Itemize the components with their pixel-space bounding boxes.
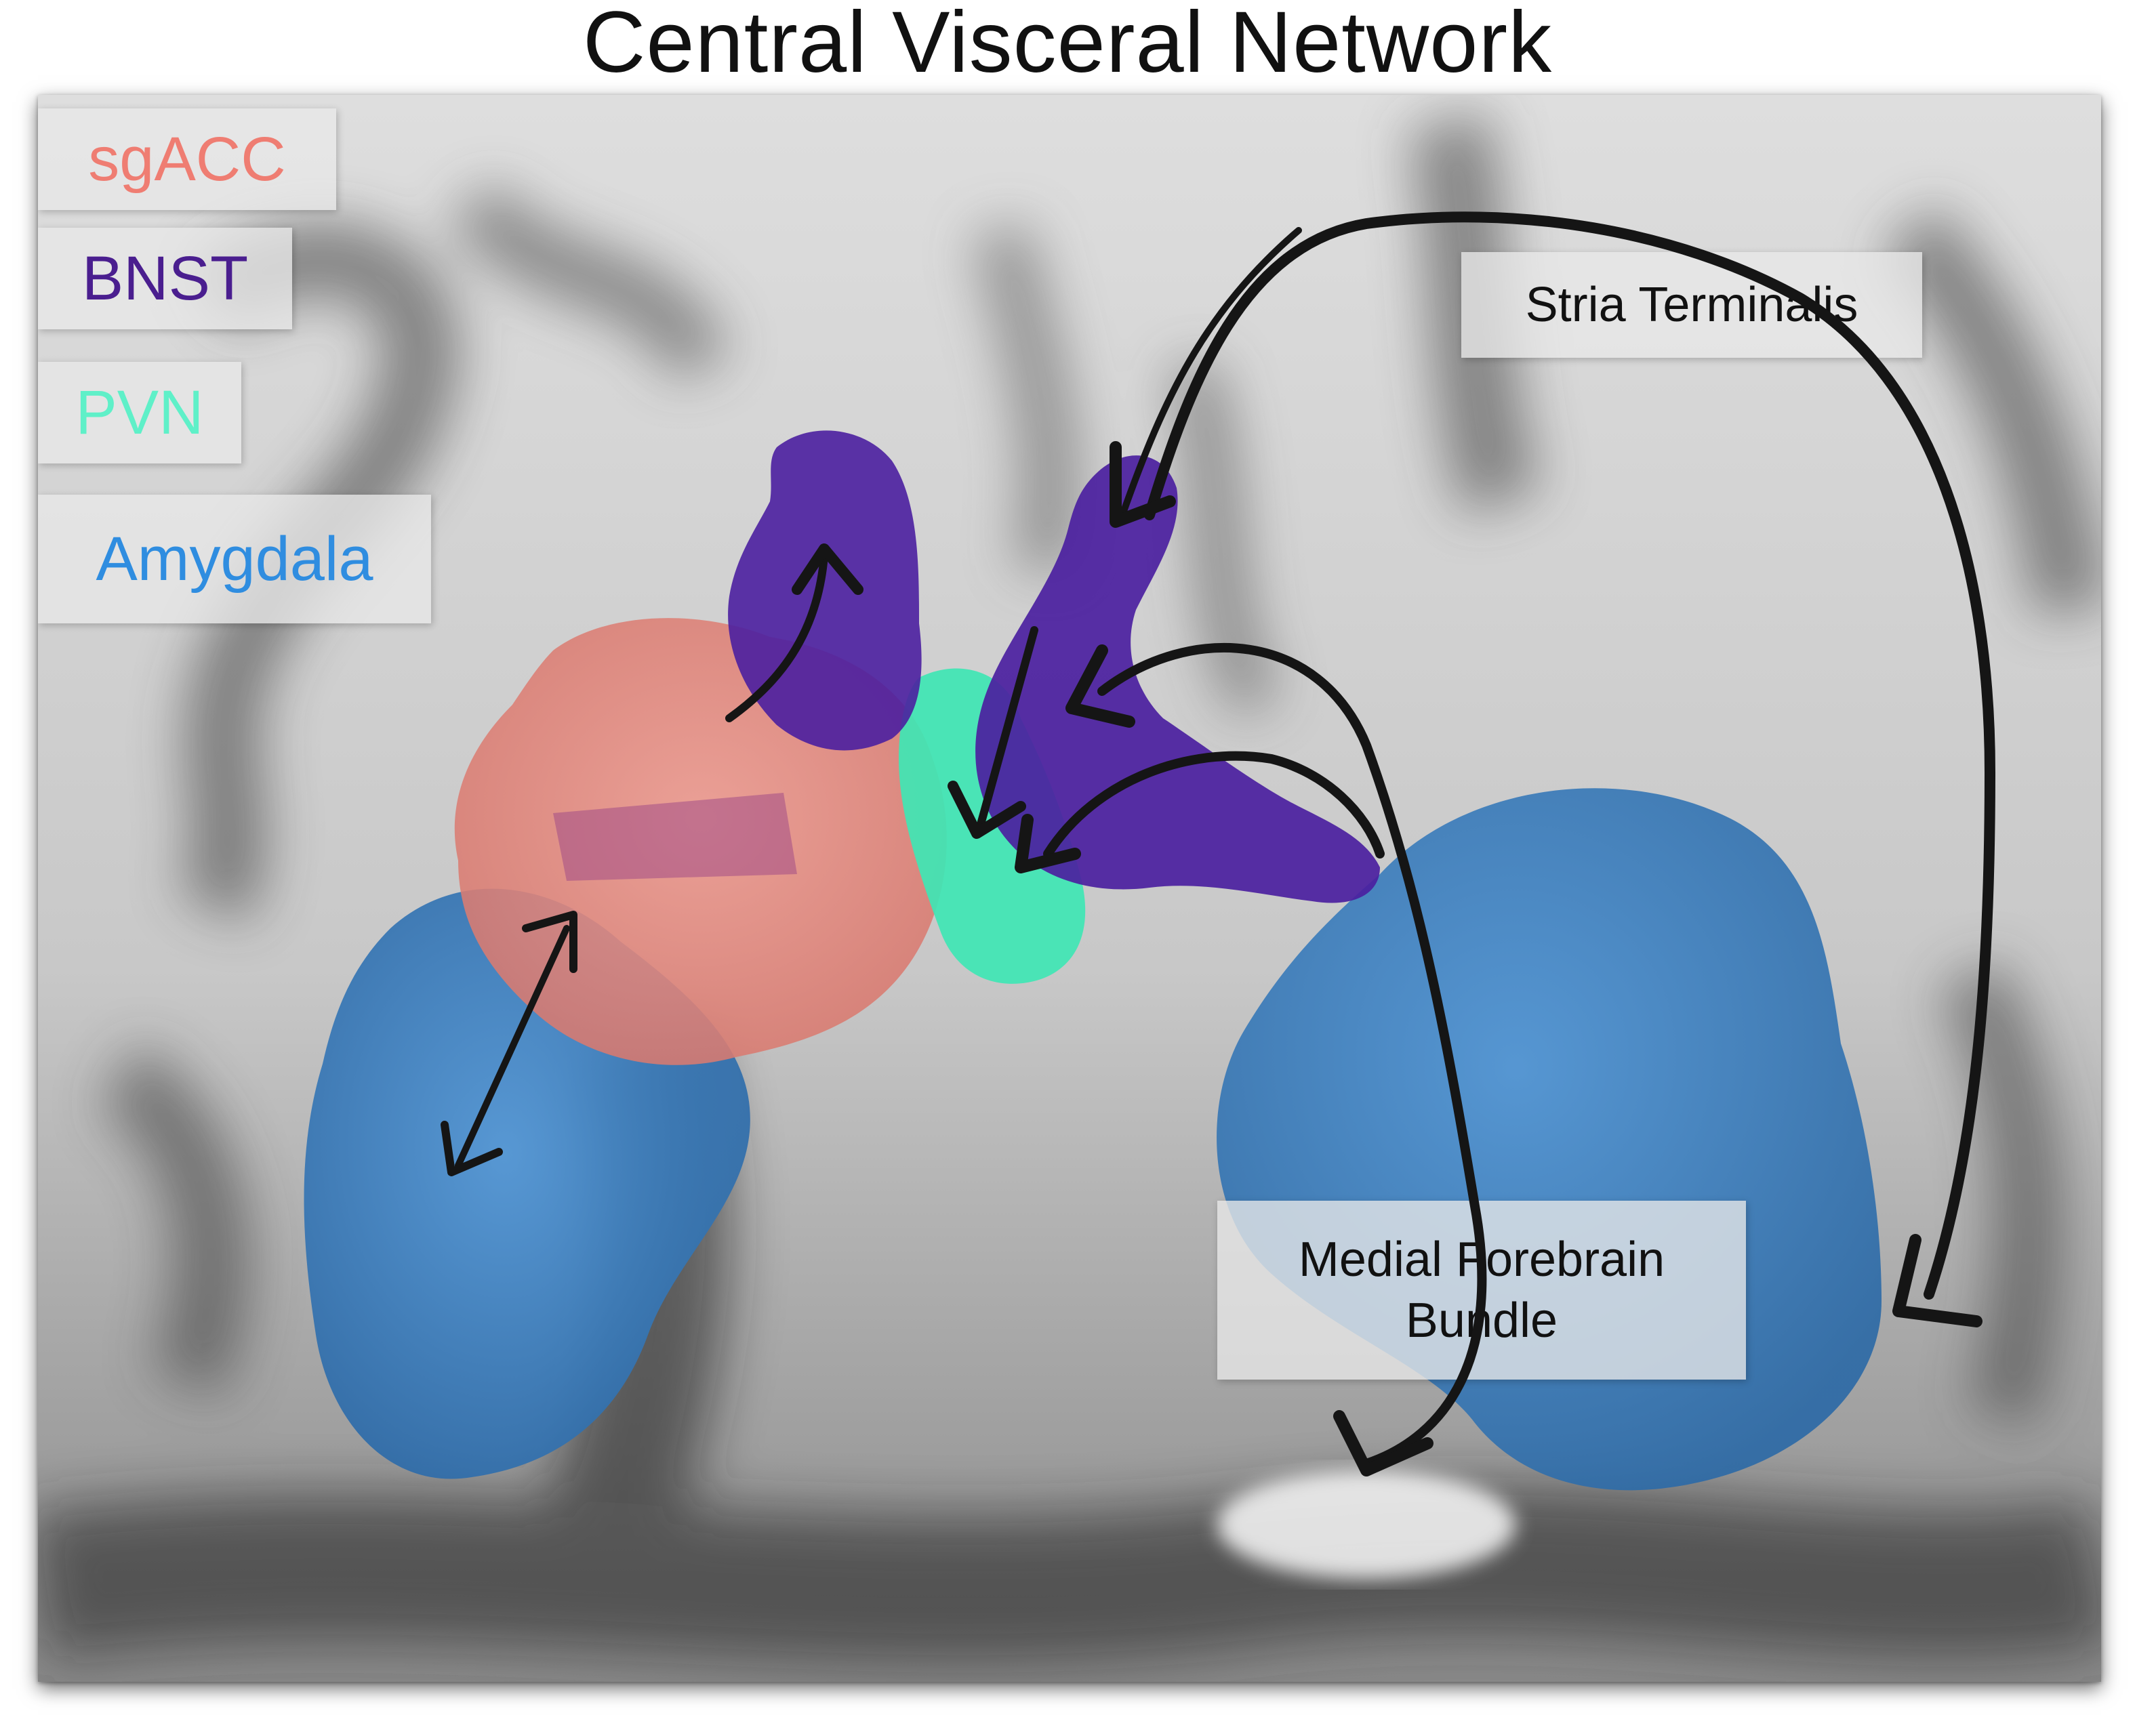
- legend-bnst: BNST: [38, 228, 292, 329]
- sgacc-overlap: [553, 793, 797, 881]
- legend-bnst-label: BNST: [81, 244, 249, 313]
- medial-forebrain-line2: Bundle: [1405, 1294, 1558, 1348]
- figure-title: Central Visceral Network: [582, 0, 1553, 91]
- stria-terminalis-label: Stria Terminalis: [1461, 252, 1922, 358]
- medial-forebrain-line1: Medial Forebrain: [1298, 1233, 1665, 1287]
- stria-terminalis-text: Stria Terminalis: [1525, 278, 1858, 332]
- legend-amygdala: Amygdala: [38, 495, 431, 623]
- pons-highlight: [1217, 1470, 1516, 1579]
- legend-amygdala-label: Amygdala: [96, 524, 373, 594]
- medial-forebrain-bundle-label: Medial Forebrain Bundle: [1217, 1201, 1746, 1380]
- sulci-shadows: [38, 112, 2101, 1664]
- brain-render-panel: sgACC BNST PVN Amygdala Stria Terminalis…: [38, 95, 2101, 1682]
- legend-sgacc-label: sgACC: [88, 125, 286, 194]
- legend-pvn-label: PVN: [75, 378, 204, 447]
- legend-pvn: PVN: [38, 362, 241, 463]
- legend-sgacc: sgACC: [38, 108, 336, 210]
